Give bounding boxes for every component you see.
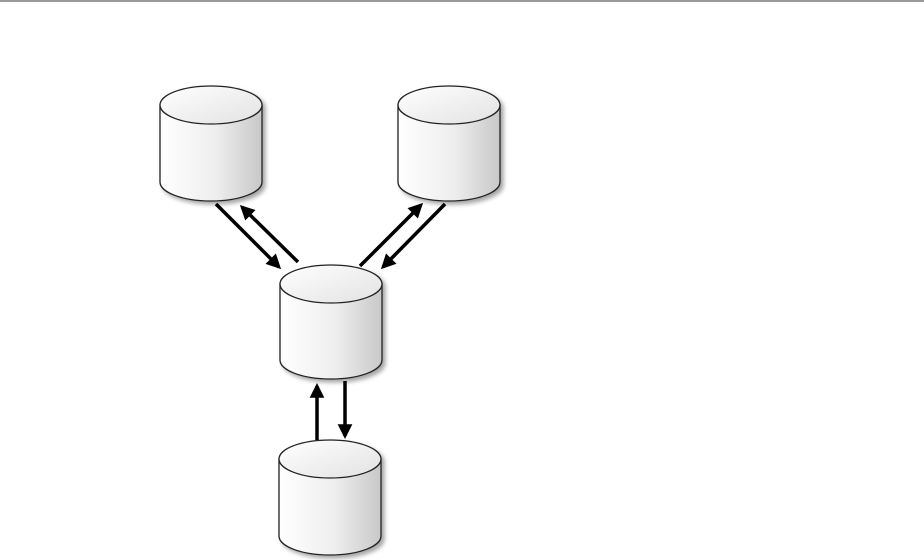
database-cylinder-top-left: [160, 86, 262, 201]
connection-top-right-center: [360, 204, 445, 267]
database-cylinder-bottom: [279, 440, 381, 555]
connection-top-left-center: [216, 204, 298, 267]
connection-center-bottom: [317, 381, 345, 440]
database-cylinder-center: [280, 265, 382, 379]
arrow-center-to-top-left: [242, 207, 298, 262]
database-cylinder-top-right: [398, 86, 500, 201]
